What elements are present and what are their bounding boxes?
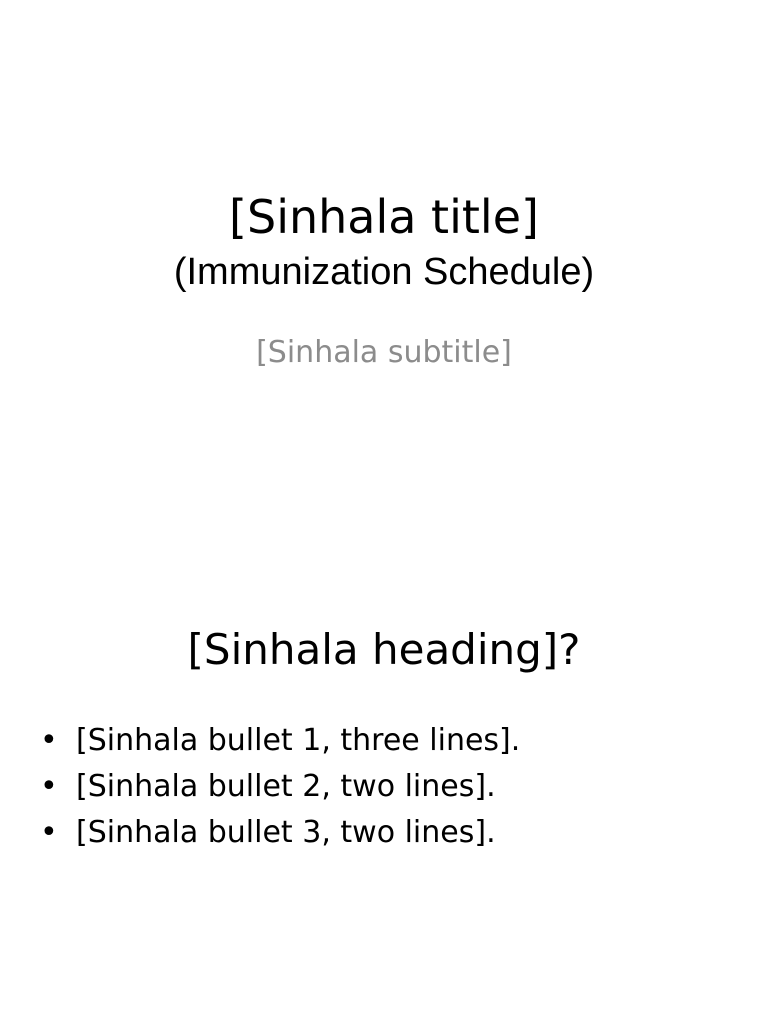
bullet-punct: . bbox=[486, 769, 496, 804]
bullet-list: • [Sinhala bullet 1, three lines]. • [Si… bbox=[40, 718, 730, 856]
bullet-punct: . bbox=[486, 815, 496, 850]
content-slide-title-punct: ? bbox=[558, 625, 581, 674]
bullet-text: [Sinhala bullet 3, two lines] bbox=[76, 815, 487, 850]
bullet-dot-icon: • bbox=[40, 723, 58, 758]
bullet-text: [Sinhala bullet 2, two lines] bbox=[76, 769, 487, 804]
content-slide-title-text: [Sinhala heading] bbox=[187, 625, 559, 674]
content-slide: [Sinhala heading]? • [Sinhala bullet 1, … bbox=[0, 512, 768, 1024]
slide-title: [Sinhala title] bbox=[229, 190, 539, 244]
bullet-item: • [Sinhala bullet 3, two lines]. bbox=[40, 810, 730, 856]
slide-title-english: (Immunization Schedule) bbox=[173, 251, 595, 293]
bullet-item: • [Sinhala bullet 2, two lines]. bbox=[40, 764, 730, 810]
content-slide-title: [Sinhala heading]? bbox=[0, 622, 768, 678]
slide-subtitle: [Sinhala subtitle] bbox=[256, 335, 512, 370]
bullet-dot-icon: • bbox=[40, 769, 58, 804]
bullet-punct: . bbox=[510, 723, 521, 758]
bullet-dot-icon: • bbox=[40, 815, 58, 850]
bullet-text: [Sinhala bullet 1, three lines] bbox=[76, 723, 511, 758]
bullet-item: • [Sinhala bullet 1, three lines]. bbox=[40, 718, 730, 764]
title-slide: [Sinhala title] (Immunization Schedule) … bbox=[173, 190, 595, 370]
